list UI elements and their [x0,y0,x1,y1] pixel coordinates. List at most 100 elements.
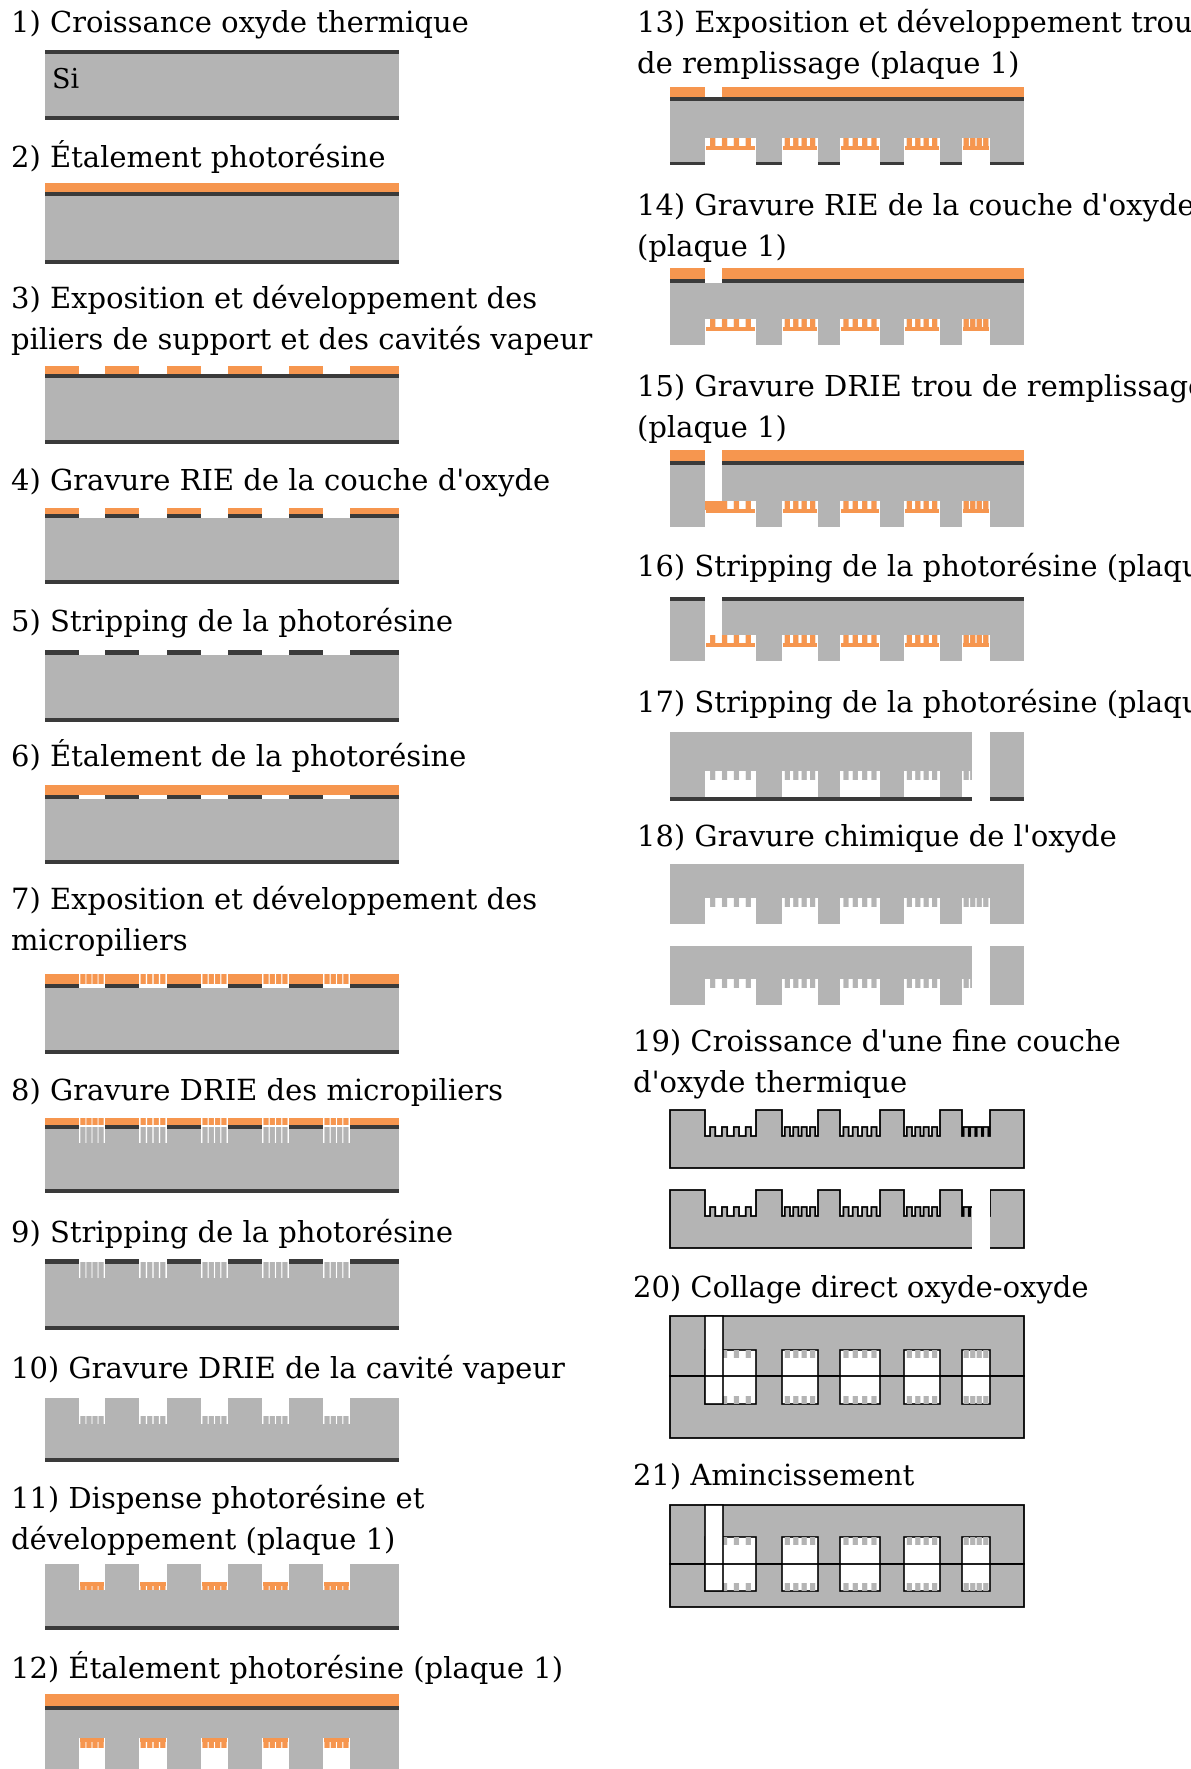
photoresist-fill [915,501,921,511]
micropillar-top [784,1537,790,1545]
micropillar-bottom [852,1583,858,1591]
micro-trench [85,1127,87,1143]
step-4-label: 4) Gravure RIE de la couche d'oxyde [11,463,550,497]
photoresist-micropillar [208,974,214,984]
micropillar [745,979,751,988]
micropillar [80,1416,86,1424]
photoresist-pattern [45,1118,79,1125]
step-15-label-line-2: (plaque 1) [637,410,787,444]
photoresist-fill [970,319,976,329]
step-5-section [45,650,399,722]
step-16-section [670,597,1024,661]
micropillar [810,898,816,907]
bottom-oxide-layer [45,718,399,722]
photoresist-fill [810,319,816,329]
micro-trench [348,1127,350,1143]
micropillar-top [810,1350,816,1358]
photoresist-fill [784,319,790,329]
photoresist-fill [269,1738,275,1748]
micro-trench [335,1127,338,1143]
photoresist-fill [269,1582,275,1590]
photoresist-layer [45,1694,399,1706]
photoresist-micropillar [263,1118,269,1125]
oxide-mask [722,461,1024,465]
fill-hole [705,597,722,661]
micro-trench [97,1127,99,1143]
step-3-section [45,366,399,444]
micropillar [269,1416,275,1424]
photoresist-fill [793,635,799,645]
micro-trench [158,1127,161,1143]
bottom-oxide-layer [45,1050,399,1054]
step-19-section [669,1186,1025,1250]
vapor-chamber [903,1349,941,1405]
photoresist-micropillar [208,1118,214,1125]
micro-trench [79,1262,81,1278]
photoresist-micropillar [147,974,153,984]
top-oxide-layer [670,97,1024,101]
top-oxide-layer [45,374,399,378]
photoresist-fill [705,501,725,510]
micropillar [710,979,716,988]
photoresist-fill [810,501,816,511]
photoresist-fill [843,635,849,645]
photoresist-micropillar [86,1118,92,1125]
step-18-label: 18) Gravure chimique de l'oxyde [637,819,1117,853]
oxide-mask [45,650,79,655]
micropillar-bottom [906,1583,912,1591]
micropillar [160,1416,166,1424]
vapor-chamber [839,1349,881,1405]
micro-trench [342,1127,344,1143]
step-16-label-line-1: 16) Stripping de la photorésine (plaque … [637,549,1191,583]
step-18-section [670,946,1024,1005]
oxide-mask [289,514,323,518]
photoresist-pattern [722,87,1024,97]
photoresist-fill [915,319,921,329]
micropillar [153,1416,159,1424]
micropillar-top [721,1350,728,1358]
micropillar [337,1416,343,1424]
photoresist-fill [852,138,858,148]
photoresist-micropillar [215,1118,221,1125]
photoresist-fill [915,138,921,148]
step-15-label: 15) Gravure DRIE trou de remplissage(pla… [637,369,1191,444]
photoresist-fill [852,501,858,511]
oxide-mask [289,795,323,799]
step-7-label-line-1: 7) Exposition et développement des [11,882,537,916]
step-12-label-line-1: 12) Étalement photorésine (plaque 1) [11,1650,563,1685]
micropillar-bottom [721,1583,728,1591]
oxide-mask [45,1259,79,1264]
photoresist-fill [263,1738,288,1742]
cavity-opening [840,162,880,165]
photoresist-fill [324,1582,349,1586]
photoresist-micropillar [221,974,227,984]
photoresist-fill [706,509,755,513]
micro-trench [139,1262,141,1278]
photoresist-fill [710,319,716,329]
bottom-oxide-layer [45,1326,399,1330]
micropillar-bottom [970,1396,976,1404]
photoresist-fill [221,1582,227,1590]
step-21-label: 21) Amincissement [633,1458,915,1492]
photoresist-fill [98,1582,104,1590]
photoresist-micropillar [282,974,288,984]
micropillar [963,979,969,988]
micro-trench [274,1262,277,1278]
micropillar-top [983,1537,989,1545]
photoresist-pattern [289,508,323,514]
photoresist-pattern [105,1118,139,1125]
micro-trench [281,1262,283,1278]
micropillar-bottom [784,1396,790,1404]
micro-trench [329,1127,331,1143]
micropillar [923,898,929,907]
micropillar [852,979,858,988]
oxide-mask [670,461,705,465]
step-1-label-line-1: 1) Croissance oxyde thermique [11,5,469,39]
photoresist-micropillar [269,974,275,984]
micropillar [871,898,877,907]
micropillar-top [733,1350,740,1358]
photoresist-fill [721,635,728,645]
micropillar [932,898,938,907]
micropillar-bottom [923,1583,929,1591]
